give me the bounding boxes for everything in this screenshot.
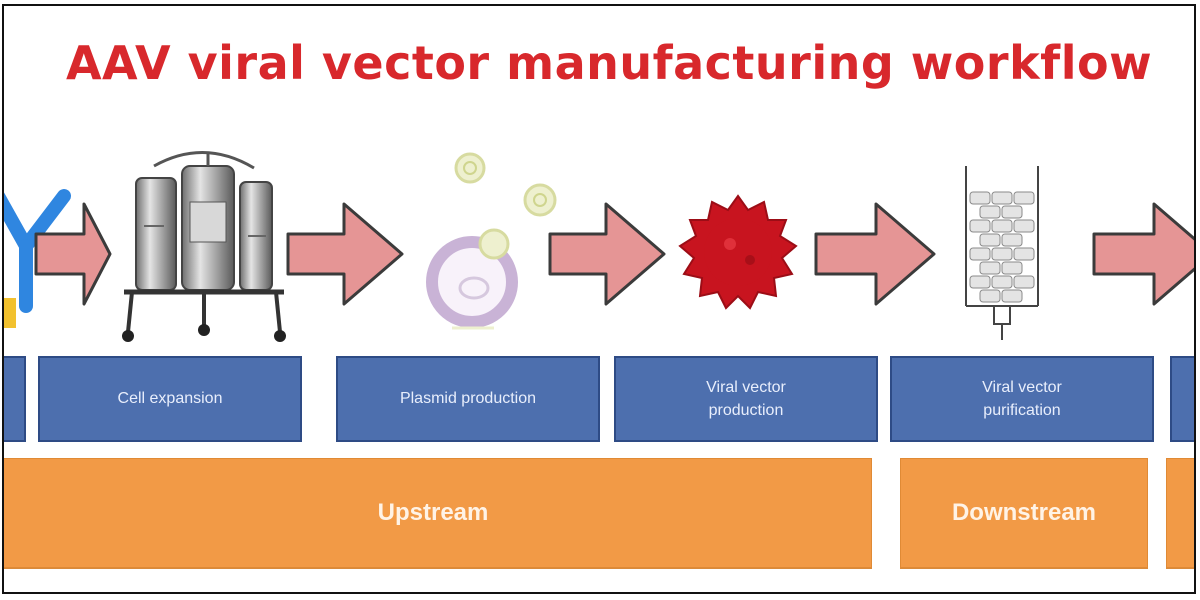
phase-box-downstream: Downstream xyxy=(900,458,1148,568)
stage-label: Viral vector xyxy=(982,378,1062,396)
antibody-icon xyxy=(4,189,71,328)
stage-label-line2: production xyxy=(708,402,784,419)
plasmid-icon xyxy=(426,152,557,330)
phase-box-3 xyxy=(1166,458,1194,568)
process-arrow-3 xyxy=(548,202,666,306)
diagram-title: AAV viral vector manufacturing workflow xyxy=(65,36,1153,90)
stage-box-viral-vector-purification: Viral vector purification xyxy=(890,356,1154,442)
phase-label: Downstream xyxy=(951,499,1097,526)
diagram-frame: AAV viral vector manufacturing workflow xyxy=(2,4,1196,594)
bioreactor-icon xyxy=(122,151,286,342)
stage-box-plasmid-production: Plasmid production xyxy=(336,356,600,442)
stage-box-viral-vector-production: Viral vector production xyxy=(614,356,878,442)
stage-box-cell-expansion: Cell expansion xyxy=(38,356,302,442)
stage-label: Plasmid production xyxy=(399,390,537,408)
chromatography-column-icon xyxy=(965,166,1039,340)
phase-label: Upstream xyxy=(377,499,489,526)
process-arrow-4 xyxy=(814,202,936,306)
stage-label-line2: purification xyxy=(983,402,1061,419)
workflow-illustration xyxy=(4,151,1194,342)
stage-box-6 xyxy=(1170,356,1194,442)
process-arrow-1 xyxy=(34,202,112,306)
process-arrow-5 xyxy=(1092,202,1194,306)
stage-label: Cell expansion xyxy=(117,390,223,408)
process-arrow-2 xyxy=(286,202,404,306)
stage-label: Viral vector xyxy=(706,378,786,396)
phase-box-upstream: Upstream xyxy=(4,458,872,568)
stage-box-1 xyxy=(4,356,26,442)
virus-icon xyxy=(678,194,798,310)
